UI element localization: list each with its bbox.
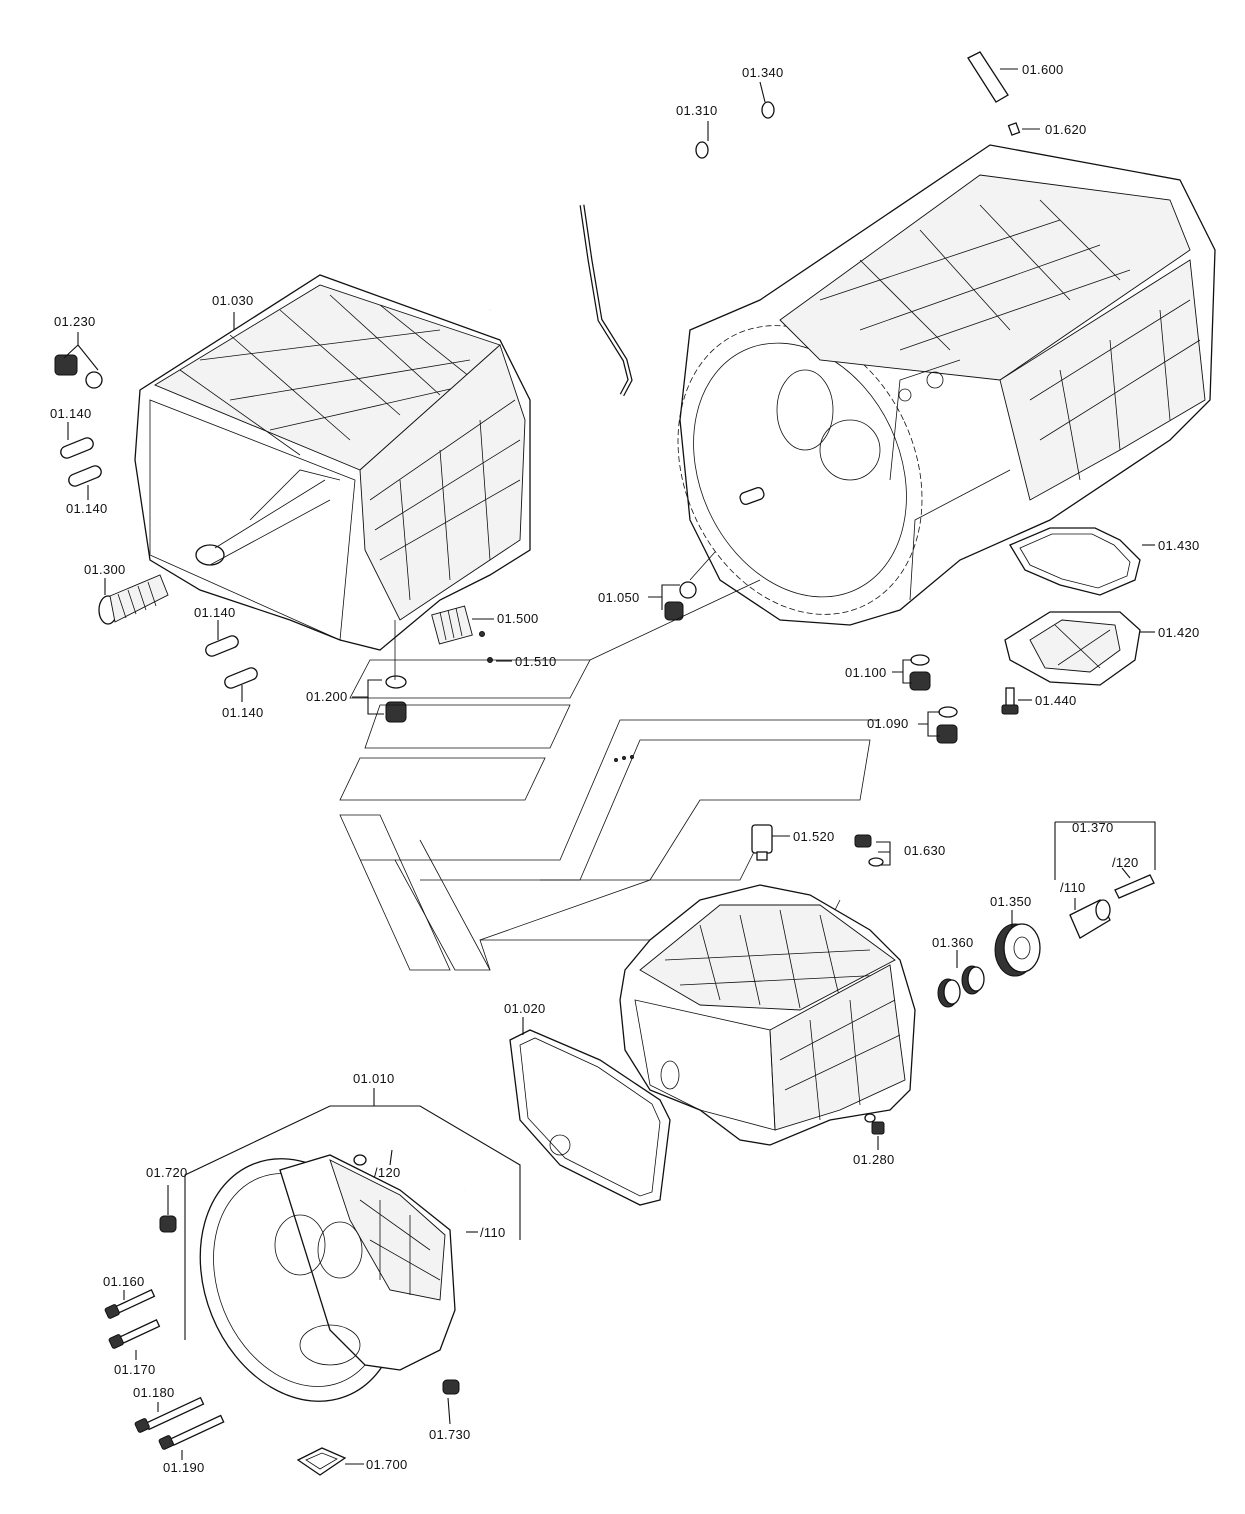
label-01-190: 01.190 — [163, 1460, 205, 1475]
oil-pipe — [489, 101, 775, 397]
label-01-030: 01.030 — [212, 293, 254, 308]
gear-01-350 — [994, 923, 1041, 977]
bolts — [104, 1289, 225, 1450]
label-01-020: 01.020 — [504, 1001, 546, 1016]
plugs-01-720-01-730 — [159, 1215, 460, 1395]
label-110-shaft: /110 — [1060, 880, 1086, 895]
label-01-310: 01.310 — [676, 103, 718, 118]
label-01-200: 01.200 — [306, 689, 348, 704]
leader-lines — [63, 68, 1156, 1465]
part-labels: 01.030 01.230 01.140 01.140 01.300 01.14… — [50, 62, 1200, 1475]
label-01-160: 01.160 — [103, 1274, 145, 1289]
label-01-440: 01.440 — [1035, 693, 1077, 708]
label-01-300: 01.300 — [84, 562, 126, 577]
label-01-140-d: 01.140 — [222, 705, 264, 720]
label-01-420: 01.420 — [1158, 625, 1200, 640]
label-01-140-a: 01.140 — [50, 406, 92, 421]
bolt-01-440 — [1001, 687, 1019, 715]
label-01-510: 01.510 — [515, 654, 557, 669]
dowel-pins-01-140 — [60, 437, 258, 689]
seal-01-700 — [296, 1447, 347, 1476]
label-120-shaft: /120 — [1112, 855, 1139, 870]
cover-plate-01-420 — [1004, 611, 1141, 686]
main-transmission-housing — [677, 144, 1216, 626]
label-01-630: 01.630 — [904, 843, 946, 858]
label-01-140-c: 01.140 — [194, 605, 236, 620]
plugs-01-100-01-090 — [909, 654, 958, 744]
label-01-280: 01.280 — [853, 1152, 895, 1167]
plug-01-200 — [385, 675, 407, 723]
label-01-520: 01.520 — [793, 829, 835, 844]
left-housing — [134, 274, 531, 651]
label-01-430: 01.430 — [1158, 538, 1200, 553]
breather-tube — [967, 51, 1021, 136]
label-01-100: 01.100 — [845, 665, 887, 680]
needle-bearings-01-360 — [937, 965, 985, 1008]
label-01-010: 01.010 — [353, 1071, 395, 1086]
label-01-180: 01.180 — [133, 1385, 175, 1400]
label-01-090: 01.090 — [867, 716, 909, 731]
gasket-01-430 — [1009, 527, 1141, 596]
label-01-350: 01.350 — [990, 894, 1032, 909]
shaft-01-370 — [1069, 874, 1155, 939]
plug-01-050 — [664, 581, 697, 621]
label-01-360: 01.360 — [932, 935, 974, 950]
filter-01-300 — [98, 574, 169, 625]
gasket-01-020 — [509, 1029, 671, 1206]
label-01-730: 01.730 — [429, 1427, 471, 1442]
label-01-050: 01.050 — [598, 590, 640, 605]
middle-housing — [619, 824, 916, 1146]
label-01-620: 01.620 — [1045, 122, 1087, 137]
label-01-600: 01.600 — [1022, 62, 1064, 77]
clutch-housing — [199, 1123, 466, 1402]
label-110-housing: /110 — [480, 1225, 506, 1240]
label-01-720: 01.720 — [146, 1165, 188, 1180]
label-120-housing: /120 — [374, 1165, 401, 1180]
label-01-700: 01.700 — [366, 1457, 408, 1472]
needle-bearing-01-500 — [431, 605, 493, 663]
label-01-140-b: 01.140 — [66, 501, 108, 516]
plug-01-230 — [54, 354, 103, 389]
label-01-370: 01.370 — [1072, 820, 1114, 835]
label-01-340: 01.340 — [742, 65, 784, 80]
label-01-230: 01.230 — [54, 314, 96, 329]
label-01-500: 01.500 — [497, 611, 539, 626]
label-01-170: 01.170 — [114, 1362, 156, 1377]
